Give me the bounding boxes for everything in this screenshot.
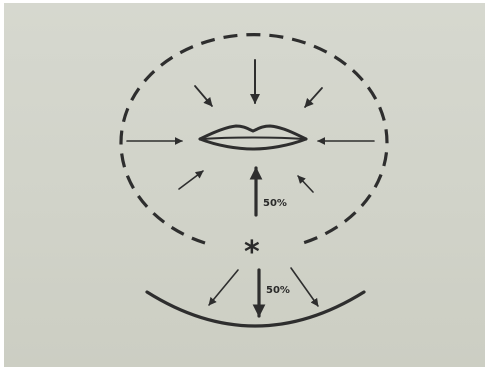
- downward-percent-label: 50%: [266, 285, 290, 296]
- outward-force-arrows: [209, 268, 318, 316]
- asterisk-icon: *: [244, 235, 260, 270]
- lips-icon: [200, 126, 306, 149]
- bottom-solid-arc: [147, 292, 364, 326]
- arrow-down-right: [291, 268, 318, 306]
- arrow-top-left: [195, 86, 212, 106]
- arrow-bottom-right: [298, 176, 313, 192]
- arrow-top-right: [305, 88, 322, 107]
- upward-percent-label: 50%: [263, 198, 287, 209]
- arrow-bottom-left: [179, 171, 203, 189]
- arrow-down-left: [209, 270, 238, 305]
